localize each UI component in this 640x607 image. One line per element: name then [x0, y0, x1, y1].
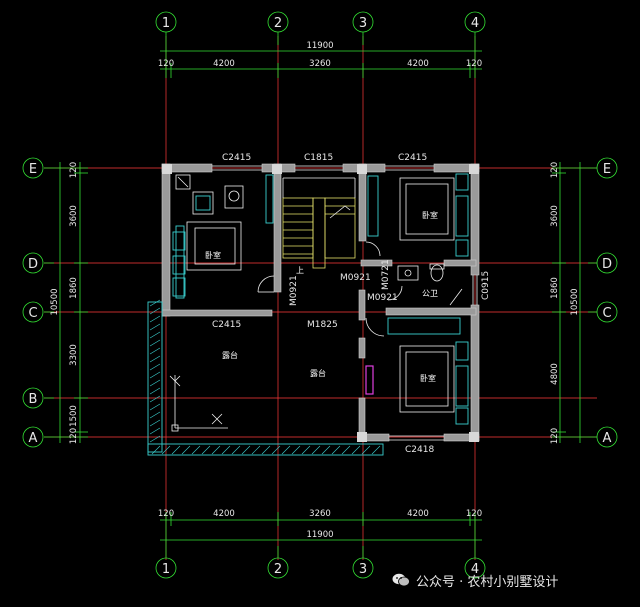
dimension-texts: 11900 120 4200 3260 4200 120 120 4200 32… [50, 41, 580, 540]
axis-bubble-2-bottom [267, 557, 289, 579]
axis-bubble-2-top [267, 11, 289, 33]
axis-bubble-B-left [22, 387, 44, 409]
dim-right-total: 10500 [570, 288, 580, 315]
axis-label-3-top: 3 [359, 16, 367, 31]
wechat-icon [392, 573, 410, 587]
room-label-bedroom-nw: 卧室 [205, 250, 221, 260]
dim-top-seg-1: 120 [158, 59, 174, 69]
axis-bubble-3-top [352, 11, 374, 33]
axis-label-4-bottom: 4 [471, 562, 479, 577]
dim-right-seg-2: 3600 [550, 205, 560, 227]
dim-top-seg-5: 120 [466, 59, 482, 69]
doors [257, 241, 463, 337]
axis-label-A-right: A [603, 431, 612, 446]
door-label-m0921-a: M0921 [289, 275, 299, 306]
axis-label-C-right: C [602, 306, 611, 321]
stair-up-label: 上 [296, 266, 304, 275]
axis-bubble-D-right [596, 252, 618, 274]
axis-bubble-C-left [22, 301, 44, 323]
watermark-text: 公众号 · 农村小别墅设计 [416, 574, 559, 590]
dim-bottom-seg-4: 4200 [407, 509, 429, 519]
dim-right-seg-5: 120 [550, 428, 560, 444]
dim-bottom-seg-5: 120 [466, 509, 482, 519]
axis-label-4-top: 4 [471, 16, 479, 31]
room-label-terrace-w: 露台 [222, 350, 238, 360]
axis-bubble-4-bottom [464, 557, 486, 579]
axis-label-C-left: C [28, 306, 37, 321]
axis-label-E-left: E [29, 162, 37, 177]
door-label-m0921-b: M0921 [340, 273, 371, 283]
axis-label-D-right: D [602, 257, 612, 272]
axis-bubbles: 1 2 3 4 1 2 3 4 E D C B A E D C A [22, 11, 618, 579]
bathroom-fixtures [397, 263, 445, 282]
window-label-c0915: C0915 [481, 271, 491, 300]
furniture-nw-bedroom [172, 174, 274, 299]
axis-bubble-A-right [596, 426, 618, 448]
window-label-c2418: C2418 [405, 445, 434, 455]
dim-bottom-total: 11900 [306, 530, 333, 540]
axis-bubble-E-left [22, 157, 44, 179]
ucs-marker [169, 375, 228, 432]
axis-bubble-1-bottom [155, 557, 177, 579]
axis-bubble-C-right [596, 301, 618, 323]
axis-bubble-3-bottom [352, 557, 374, 579]
window-label-c2415-mid: C2415 [212, 320, 241, 330]
axis-label-1-bottom: 1 [162, 562, 170, 577]
dim-left-seg-6: 120 [69, 428, 79, 444]
opening-labels: C2415 C1815 C2415 M0921 M0921 M0721 M092… [212, 153, 491, 455]
room-label-bedroom-se: 卧室 [420, 373, 436, 383]
room-label-bedroom-ne: 卧室 [422, 210, 438, 220]
room-labels: 卧室 卧室 卧室 公卫 露台 露台 [205, 210, 438, 383]
dim-left-seg-2: 3600 [69, 205, 79, 227]
axis-bubble-4-top [464, 11, 486, 33]
dim-left-seg-3: 1860 [69, 277, 79, 299]
axis-label-3-bottom: 3 [359, 562, 367, 577]
axis-grid [44, 36, 597, 560]
axis-label-A-left: A [29, 431, 38, 446]
axis-label-D-left: D [28, 257, 38, 272]
axis-bubble-1-top [155, 11, 177, 33]
door-label-m0921-c: M0921 [367, 293, 398, 303]
terrace-railing [147, 299, 384, 456]
window-label-c2415-nw: C2415 [222, 153, 251, 163]
staircase: 上 [282, 177, 356, 275]
dim-bottom-seg-1: 120 [158, 509, 174, 519]
dim-right-seg-1: 120 [550, 162, 560, 178]
furniture-ne-bedroom [367, 173, 469, 257]
axis-label-B-left: B [29, 392, 38, 407]
door-label-m1825: M1825 [307, 320, 338, 330]
axis-label-2-bottom: 2 [274, 562, 282, 577]
room-label-bathroom: 公卫 [422, 289, 438, 298]
axis-label-2-top: 2 [274, 16, 282, 31]
windows [212, 165, 478, 441]
dim-bottom-seg-3: 3260 [309, 509, 331, 519]
window-label-c2415-ne: C2415 [398, 153, 427, 163]
dim-bottom-seg-2: 4200 [213, 509, 235, 519]
axis-label-1-top: 1 [162, 16, 170, 31]
dim-top-seg-4: 4200 [407, 59, 429, 69]
dim-left-seg-4: 3300 [69, 344, 79, 366]
dim-right-seg-3: 1860 [550, 277, 560, 299]
dimension-lines [44, 32, 597, 558]
axis-label-E-right: E [603, 162, 611, 177]
furniture-se-bedroom [365, 317, 469, 425]
dim-left-total: 10500 [50, 288, 60, 315]
dim-left-seg-5: 1500 [69, 405, 79, 427]
dim-right-seg-4: 4800 [550, 363, 560, 385]
watermark: 公众号 · 农村小别墅设计 [392, 568, 558, 592]
dim-top-total: 11900 [306, 41, 333, 51]
room-label-terrace-c: 露台 [310, 368, 326, 378]
dim-top-seg-2: 4200 [213, 59, 235, 69]
axis-bubble-D-left [22, 252, 44, 274]
axis-bubble-A-left [22, 426, 44, 448]
walls [161, 163, 480, 442]
dim-top-seg-3: 3260 [309, 59, 331, 69]
dim-left-seg-1: 120 [69, 162, 79, 178]
window-label-c1815: C1815 [304, 153, 333, 163]
door-label-m0721: M0721 [381, 259, 391, 290]
axis-bubble-E-right [596, 157, 618, 179]
